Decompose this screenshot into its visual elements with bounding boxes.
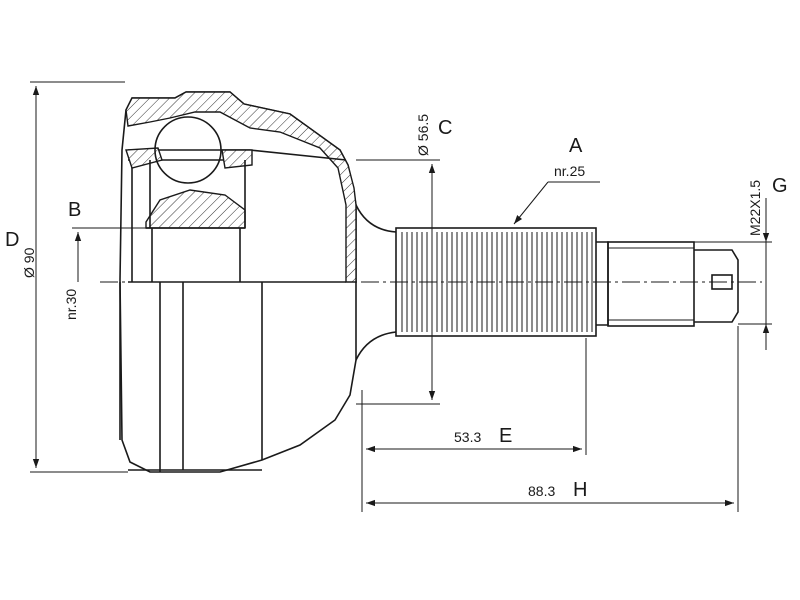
- inner-race: [125, 116, 253, 282]
- label-g: G: [772, 175, 788, 197]
- callout-a: [513, 181, 600, 225]
- neck: [355, 204, 397, 361]
- dimension-d: [30, 81, 128, 473]
- label-b: B: [68, 199, 81, 221]
- label-e: E: [499, 425, 512, 447]
- label-inner-splines: nr.30: [63, 289, 79, 320]
- dimension-b: [72, 227, 146, 282]
- ball: [154, 116, 222, 184]
- value-length-h: 88.3: [528, 483, 555, 499]
- label-d: D: [5, 229, 19, 251]
- label-outer-splines: nr.25: [554, 163, 585, 179]
- label-seal-diameter: Ø 56.5: [415, 114, 431, 156]
- label-h: H: [573, 479, 587, 501]
- dimension-h: [366, 326, 739, 512]
- dimension-g: [694, 198, 772, 350]
- label-outer-diameter: Ø 90: [21, 247, 37, 278]
- value-length-e: 53.3: [454, 429, 481, 445]
- dimension-e: [361, 338, 587, 512]
- label-a: A: [569, 135, 583, 157]
- label-thread: M22X1.5: [747, 180, 763, 236]
- threaded-end: [607, 241, 739, 327]
- label-c: C: [438, 117, 452, 139]
- housing: [119, 91, 357, 473]
- dimension-c: [356, 159, 440, 405]
